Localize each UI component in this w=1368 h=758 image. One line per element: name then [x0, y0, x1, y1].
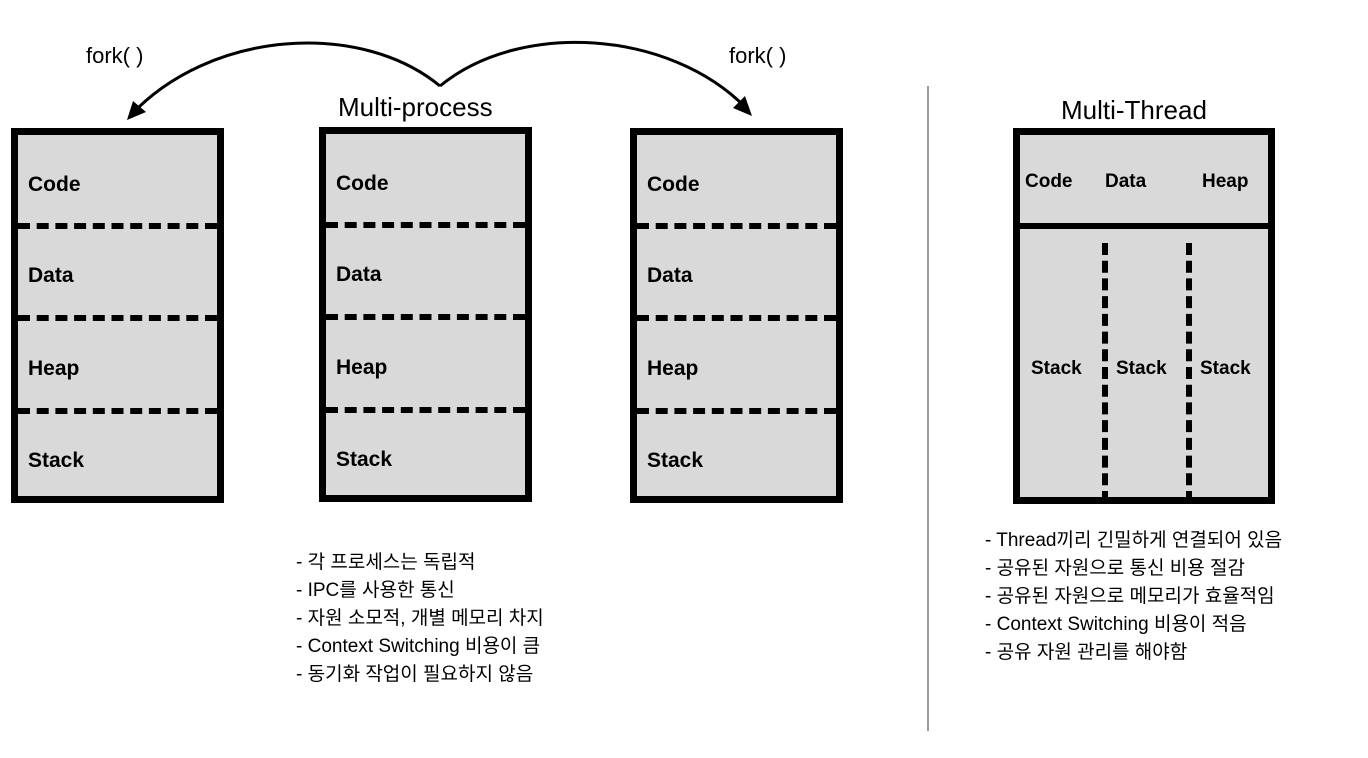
multiprocess-notes: - 각 프로세스는 독립적 - IPC를 사용한 통신 - 자원 소모적, 개별…	[296, 549, 544, 689]
fork-label-left: fork( )	[86, 43, 144, 68]
multithread-notes: - Thread끼리 긴밀하게 연결되어 있음 - 공유된 자원으로 통신 비용…	[985, 527, 1282, 667]
thread-stack-1: Stack	[1031, 358, 1082, 379]
segment-divider	[637, 223, 836, 229]
segment-divider	[18, 223, 217, 229]
note-item: - Thread끼리 긴밀하게 연결되어 있음	[985, 530, 1283, 551]
segment-data: Data	[647, 264, 693, 287]
shared-heap: Heap	[1202, 171, 1249, 192]
segment-divider	[326, 222, 525, 228]
segment-code: Code	[647, 173, 700, 196]
note-item: - Context Switching 비용이 큼	[296, 636, 541, 657]
fork-label-right: fork( )	[729, 43, 787, 68]
fork-arrow-right	[439, 40, 748, 110]
note-item: - 자원 소모적, 개별 메모리 차지	[296, 608, 544, 629]
shared-data: Data	[1105, 171, 1147, 192]
segment-divider	[637, 408, 836, 414]
note-item: - 공유된 자원으로 메모리가 효율적임	[985, 586, 1275, 607]
thread-stack-2: Stack	[1116, 358, 1167, 379]
segment-divider	[637, 315, 836, 321]
multithread-title: Multi-Thread	[1061, 95, 1207, 125]
process-box-center: Code Data Heap Stack	[319, 127, 532, 502]
process-box-left: Code Data Heap Stack	[11, 128, 224, 503]
fork-arrow-right-head	[733, 96, 752, 116]
segment-divider	[18, 408, 217, 414]
note-item: - 공유된 자원으로 통신 비용 절감	[985, 558, 1245, 579]
note-item: - 각 프로세스는 독립적	[296, 552, 476, 573]
segment-heap: Heap	[336, 356, 388, 379]
segment-data: Data	[336, 263, 382, 286]
shared-code: Code	[1025, 171, 1073, 192]
stack-divider	[1186, 243, 1192, 503]
thread-stack-3: Stack	[1200, 358, 1251, 379]
segment-heap: Heap	[647, 357, 699, 380]
segment-divider	[326, 314, 525, 320]
segment-divider	[326, 407, 525, 413]
process-box-right: Code Data Heap Stack	[630, 128, 843, 503]
segment-data: Data	[28, 264, 74, 287]
segment-stack: Stack	[647, 449, 704, 472]
note-item: - 동기화 작업이 필요하지 않음	[296, 664, 534, 685]
segment-stack: Stack	[28, 449, 85, 472]
multiprocess-title: Multi-process	[338, 92, 493, 122]
segment-heap: Heap	[28, 357, 80, 380]
segment-code: Code	[28, 173, 81, 196]
segment-divider	[18, 315, 217, 321]
thread-box: Code Data Heap Stack Stack Stack	[1013, 128, 1275, 504]
fork-arrow-left	[128, 41, 441, 118]
segment-code: Code	[336, 172, 389, 195]
fork-arrow-left-head	[127, 101, 146, 120]
shared-region: Code Data Heap	[1020, 135, 1268, 229]
stack-divider	[1102, 243, 1108, 503]
note-item: - IPC를 사용한 통신	[296, 580, 455, 601]
note-item: - Context Switching 비용이 적음	[985, 614, 1247, 635]
segment-stack: Stack	[336, 448, 393, 471]
note-item: - 공유 자원 관리를 해야함	[985, 642, 1188, 663]
section-divider	[927, 86, 929, 731]
